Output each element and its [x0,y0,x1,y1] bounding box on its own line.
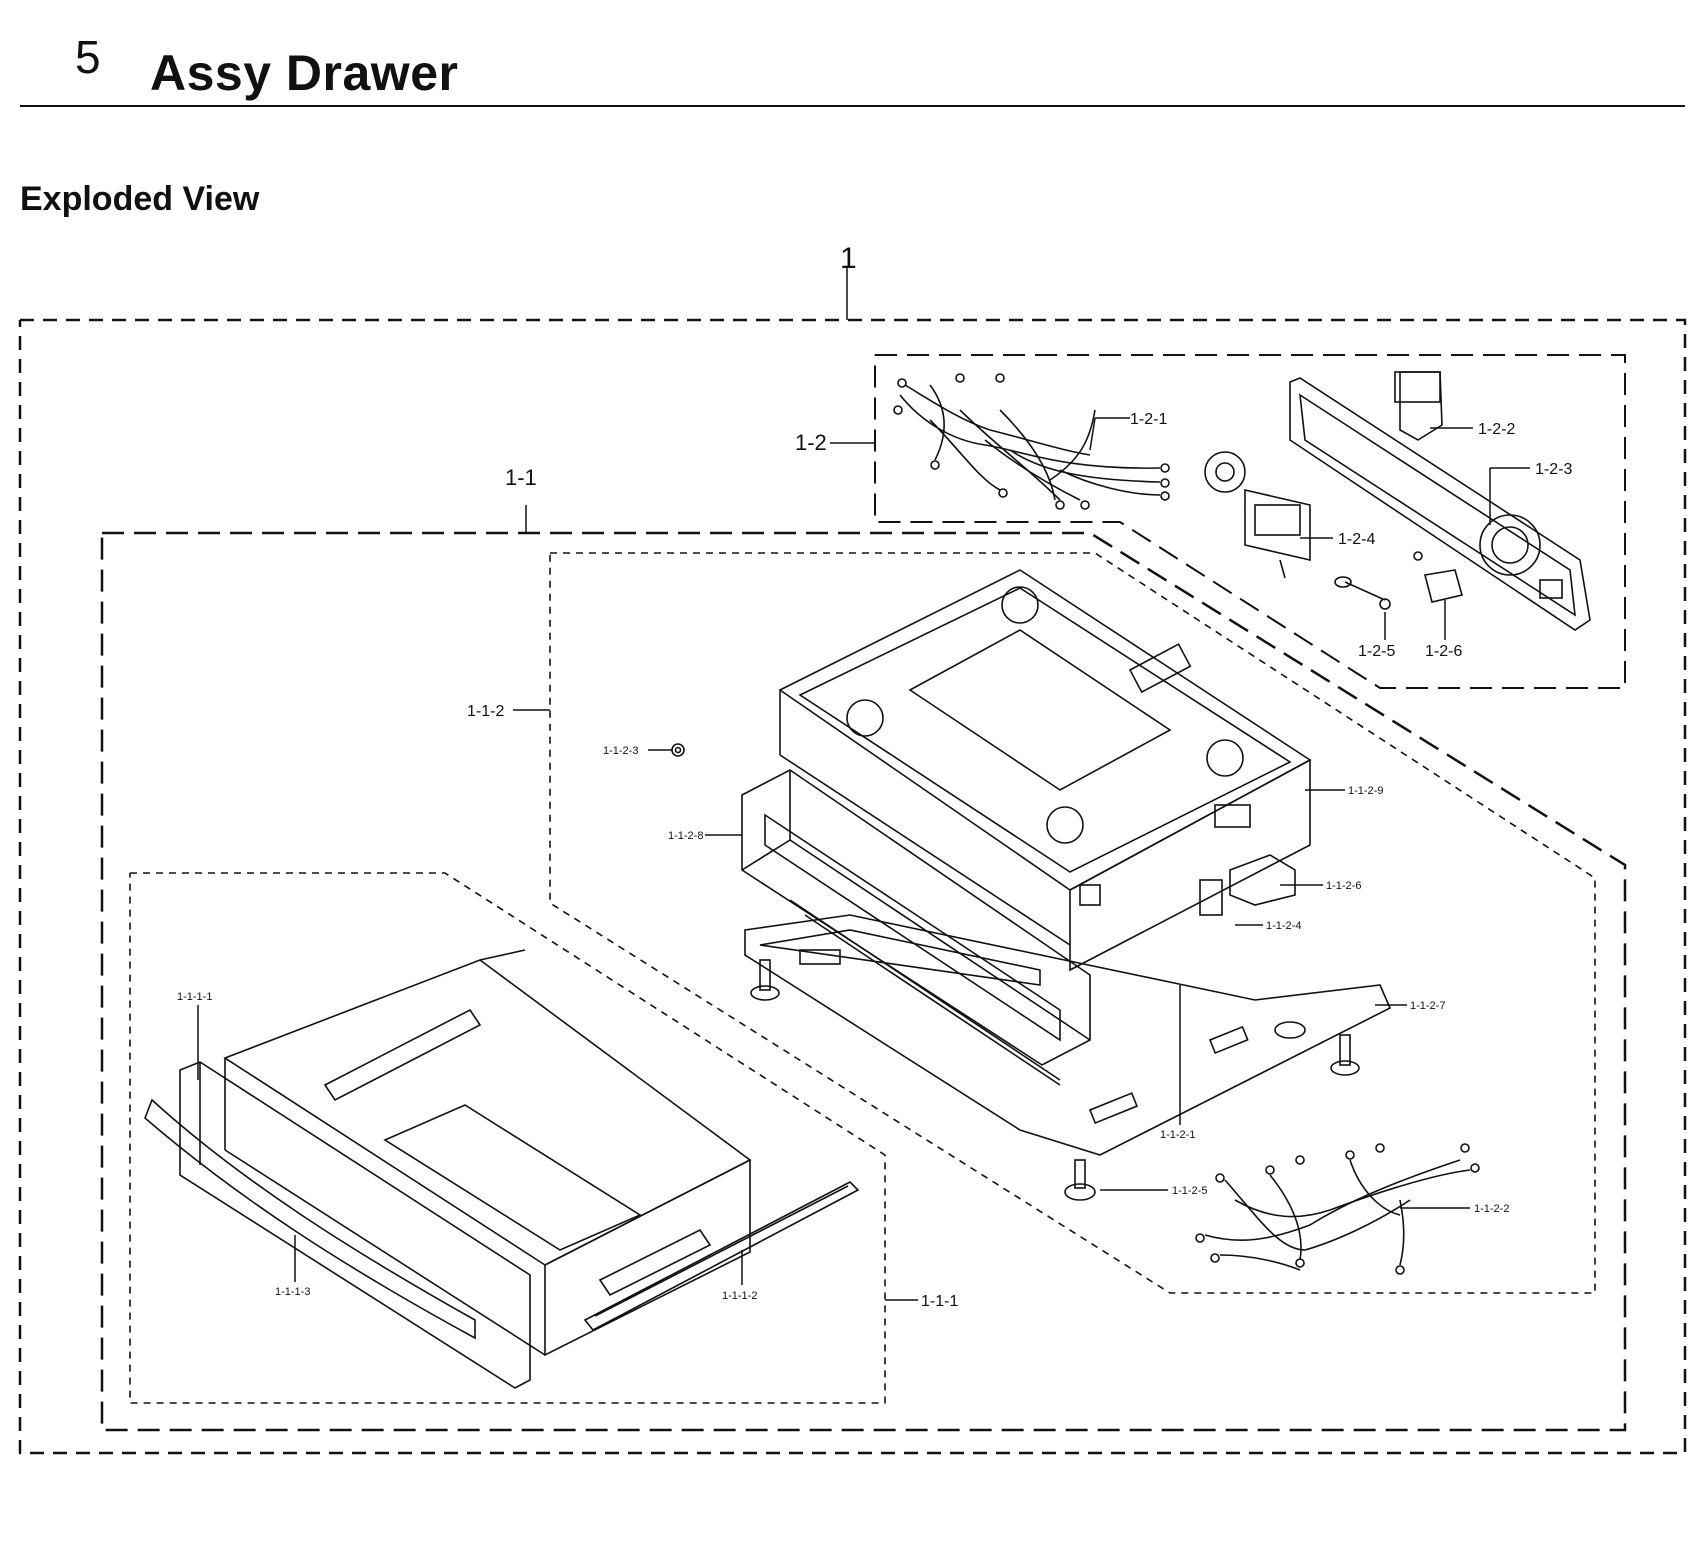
bracket-1-2-2 [1399,371,1443,441]
callout-label: 1-1-1-1 [177,991,212,1003]
callout-label: 1-1-2-7 [1410,1000,1445,1012]
nut-1-1-2-3 [671,743,685,757]
section-number: 5 [75,31,101,83]
assembly-boundary-1 [18,318,1687,1455]
cover-1-1-2-6 [1229,854,1296,906]
assembly-boundary-1-1-1 [129,872,886,1404]
callout-label: 1-2 [795,430,827,455]
callout-label: 1-1-2-6 [1326,880,1361,892]
base-frame-1-1-2-7 [744,914,1392,1156]
page-title: Assy Drawer [150,45,459,101]
wire-harness-1-2-1 [893,373,1170,510]
callout-label: 1-1-2-4 [1266,920,1301,932]
leveling-leg-1-1-2-5 [1064,1159,1096,1201]
callout-label: 1-1-1-3 [275,1286,310,1298]
callout-label: 1-1 [505,465,537,490]
assembly-boundary-1-2 [874,354,1626,689]
valve-assembly-1-2-4 [1204,451,1311,579]
sensor-1-2-6 [1413,551,1463,603]
callout-label: 1-2-3 [1535,461,1572,478]
drawer-housing-frame-1-1-2-8 [741,769,1091,1086]
wire-harness-1-1-2-2 [1195,1143,1480,1275]
callout-label: 1-2-5 [1358,643,1395,660]
sensor-1-2-5 [1334,576,1391,610]
section-subtitle: Exploded View [20,180,260,218]
callout-label: 1-1-1-2 [722,1290,757,1302]
drawer-slide-1-1-1-2 [583,1181,860,1332]
callout-label: 1-2-2 [1478,421,1515,438]
assembly-boundary-1-1 [100,531,1627,1432]
callout-label: 1-2-4 [1338,531,1375,548]
rail-1-1-2-4 [1199,879,1223,916]
drawer-tub [223,949,752,1357]
callout-label: 1-1-2-9 [1348,785,1383,797]
leader-lines [197,268,1530,1301]
callout-label: 1-1-2-5 [1172,1185,1207,1197]
callout-label: 1-2-1 [1130,411,1167,428]
leveling-leg [1330,1034,1360,1076]
callout-label: 1-1-2-3 [603,745,638,757]
callout-label: 1-2-6 [1425,643,1462,660]
callout-label: 1-1-2 [467,703,504,720]
callout-label: 1 [840,242,857,275]
callout-label: 1-1-1 [921,1293,958,1310]
control-panel-plate-1-2-3 [1289,371,1591,631]
callout-label: 1-1-2-2 [1474,1203,1509,1215]
leveling-leg [750,959,780,1001]
header-rule [20,105,1685,107]
drawer-panel-1-1-1-1 [179,1061,531,1389]
callout-label: 1-1-2-8 [668,830,703,842]
callout-label: 1-1-2-1 [1160,1129,1195,1141]
top-cover-1-1-2-9 [778,569,1312,972]
drawer-handle-1-1-1-3 [144,1098,476,1340]
